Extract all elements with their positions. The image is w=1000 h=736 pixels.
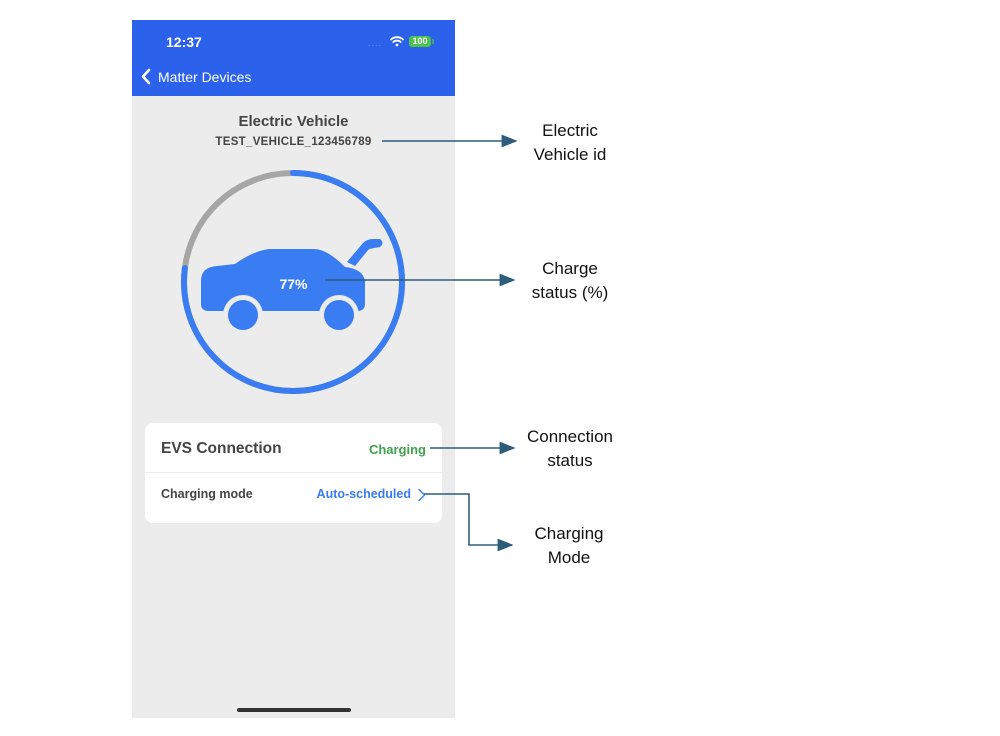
battery-icon: 100 xyxy=(409,36,434,47)
evs-connection-row: EVS Connection Charging xyxy=(145,423,442,473)
annotation-connection-status: Connection status xyxy=(515,425,625,473)
evs-card: EVS Connection Charging Charging mode Au… xyxy=(145,423,442,523)
car-icon xyxy=(201,239,383,335)
annotation-line: status xyxy=(547,451,593,470)
annotation-line: Charging xyxy=(534,524,604,543)
charge-percent: 77% xyxy=(279,276,308,292)
charging-mode-row[interactable]: Charging mode Auto-scheduled xyxy=(145,473,442,523)
charge-gauge xyxy=(181,170,405,394)
chevron-left-icon xyxy=(141,68,151,85)
back-label: Matter Devices xyxy=(158,68,252,85)
chevron-right-icon[interactable] xyxy=(417,488,426,502)
annotation-line: Vehicle id xyxy=(533,145,607,164)
back-button[interactable]: Matter Devices xyxy=(140,68,251,85)
annotation-line: Mode xyxy=(547,548,591,567)
device-title: Electric Vehicle xyxy=(238,113,349,130)
annotation-charge-status: Charge status (%) xyxy=(520,257,620,305)
wifi-icon xyxy=(390,36,404,47)
charging-mode-value[interactable]: Auto-scheduled xyxy=(316,487,411,501)
status-time: 12:37 xyxy=(166,34,202,50)
annotation-charging-mode: Charging Mode xyxy=(519,522,619,570)
home-indicator[interactable] xyxy=(237,708,351,712)
charging-mode-label: Charging mode xyxy=(161,487,253,501)
annotation-line: Charge xyxy=(542,259,598,278)
evs-connection-label: EVS Connection xyxy=(161,440,282,457)
annotation-line: Electric xyxy=(542,121,598,140)
annotation-vehicle-id: Electric Vehicle id xyxy=(520,119,620,167)
vehicle-id: TEST_VEHICLE_123456789 xyxy=(215,136,372,148)
connection-status: Charging xyxy=(368,442,426,457)
annotation-line: Connection xyxy=(526,427,613,446)
nav-header: 12:37 .... 100 Matter Devices xyxy=(132,20,455,96)
annotation-line: status (%) xyxy=(531,283,609,302)
signal-icon: .... xyxy=(368,38,383,48)
phone-screen: 12:37 .... 100 Matter Devices Electric V… xyxy=(132,20,455,718)
